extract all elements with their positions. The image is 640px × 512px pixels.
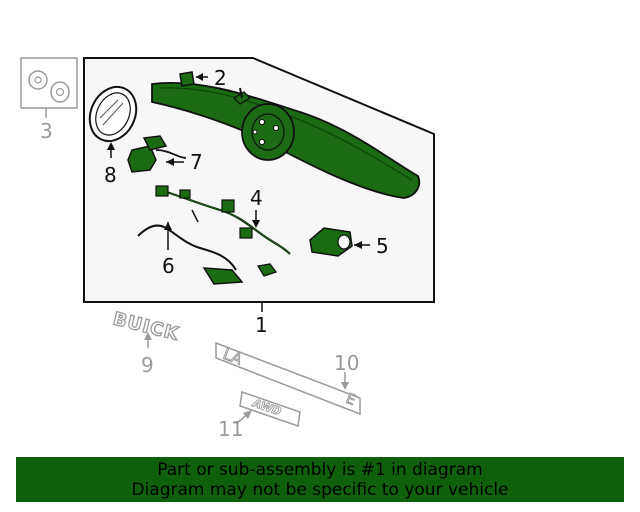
part-4-wiring-harness[interactable] xyxy=(155,185,291,255)
callout-9[interactable]: 9 xyxy=(141,353,154,377)
callout-8[interactable]: 8 xyxy=(104,163,117,187)
part-10-lacrosse-nameplate[interactable]: LA E xyxy=(215,341,361,416)
part-5-license-lamp[interactable] xyxy=(309,227,370,257)
stud-fastener[interactable] xyxy=(232,87,252,105)
callout-2[interactable]: 2 xyxy=(214,66,227,90)
part-2-clip[interactable] xyxy=(179,71,208,87)
callout-6[interactable]: 6 xyxy=(162,254,175,278)
callout-11[interactable]: 11 xyxy=(218,417,243,441)
callout-10[interactable]: 10 xyxy=(334,351,359,375)
part-11-awd-badge[interactable]: AWD xyxy=(235,390,301,428)
banner-line-2: Diagram may not be specific to your vehi… xyxy=(131,479,509,500)
trunk-applique-panel[interactable] xyxy=(151,81,421,199)
callout-7[interactable]: 7 xyxy=(190,150,203,174)
callout-3[interactable]: 3 xyxy=(40,119,53,143)
part-3-fasteners[interactable] xyxy=(20,57,78,118)
part-7-camera-bracket[interactable] xyxy=(127,135,187,173)
callout-5[interactable]: 5 xyxy=(376,234,389,258)
part-9-buick-emblem[interactable]: BUICK xyxy=(110,308,182,348)
part-8-emblem[interactable] xyxy=(81,79,145,158)
banner-line-1: Part or sub-assembly is #1 in diagram xyxy=(157,459,483,480)
info-banner: Part or sub-assembly is #1 in diagram Di… xyxy=(16,457,624,502)
callout-4[interactable]: 4 xyxy=(250,186,263,210)
callout-1[interactable]: 1 xyxy=(255,313,268,337)
part-6-cable[interactable] xyxy=(137,222,278,285)
